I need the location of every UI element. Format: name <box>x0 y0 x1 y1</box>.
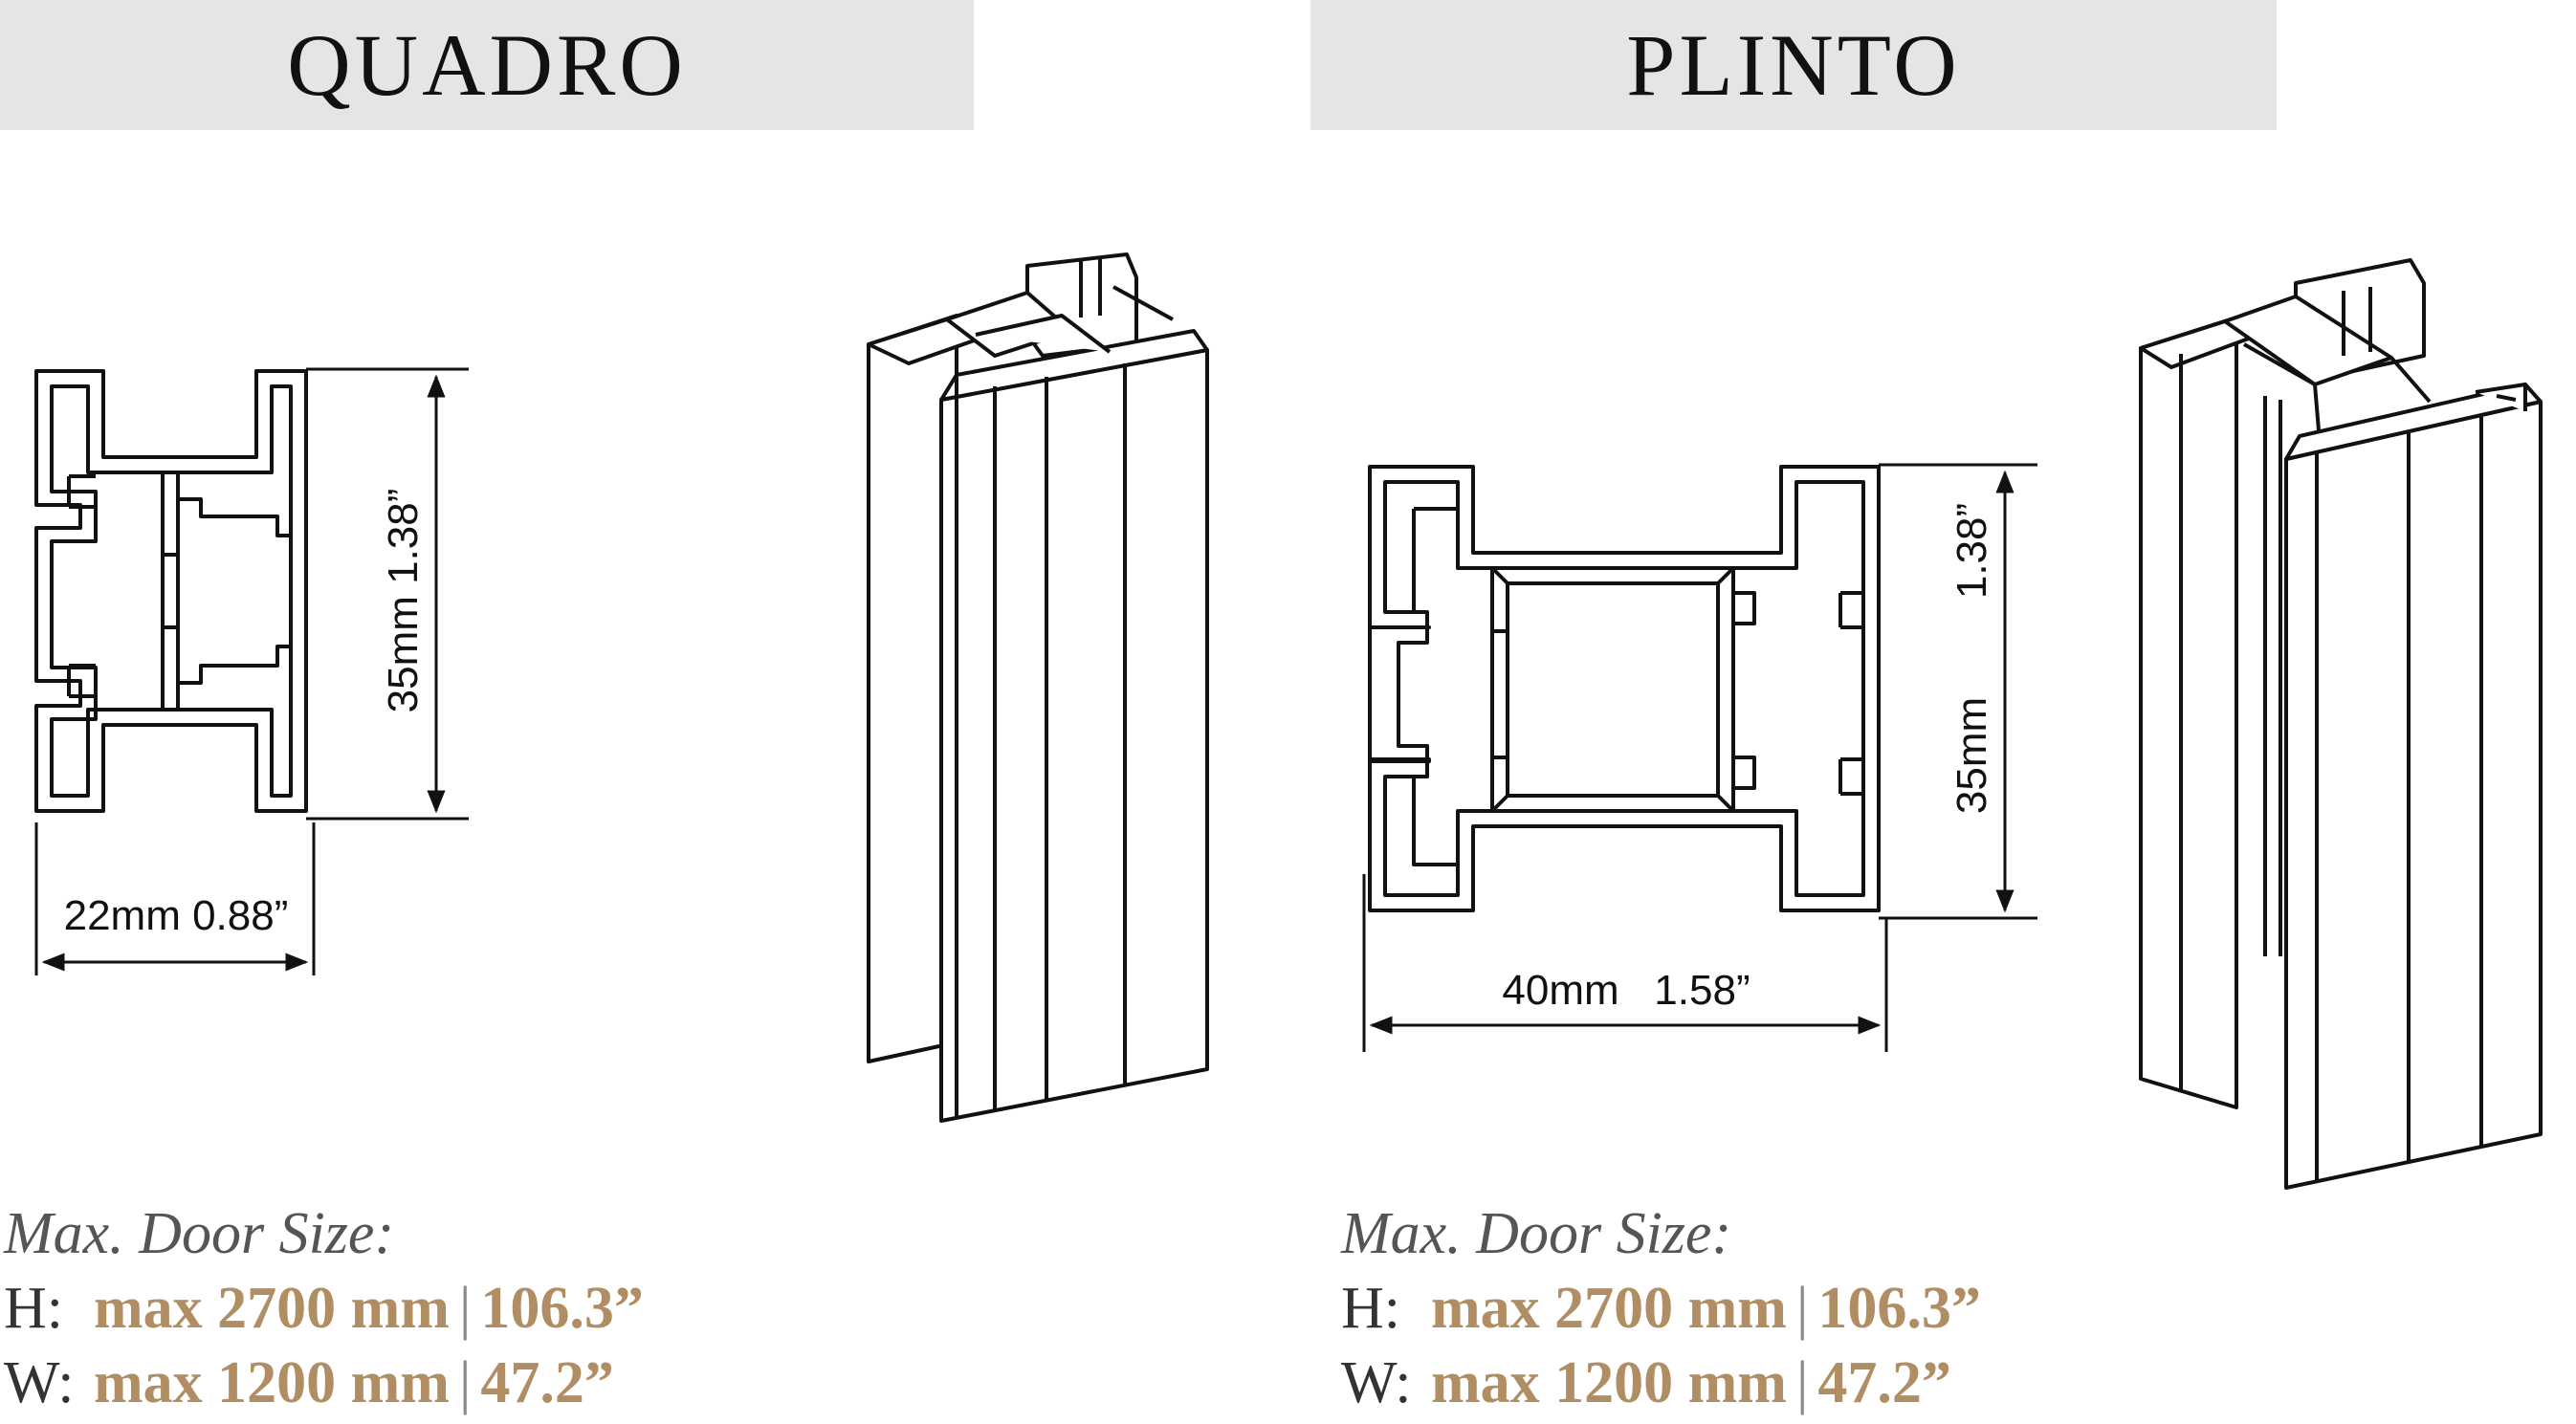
quadro-spec-height-in: 106.3” <box>480 1276 644 1341</box>
plinto-spec-height-separator: | <box>1795 1276 1809 1341</box>
plinto-width-label: 40mm 1.58” <box>1502 967 1750 1014</box>
plinto-spec-width-row: W: max 1200 mm|47.2” <box>1341 1349 1981 1424</box>
plinto-title: PLINTO <box>1626 16 1961 114</box>
quadro-cross-section <box>34 369 308 813</box>
quadro-spec-height-mm: max 2700 mm <box>94 1276 450 1341</box>
quadro-spec-height-row: H: max 2700 mm|106.3” <box>4 1275 644 1349</box>
plinto-spec-width-in: 47.2” <box>1817 1350 1951 1415</box>
quadro-spec-width-key: W: <box>4 1350 75 1415</box>
plinto-title-banner: PLINTO <box>1310 0 2277 130</box>
plinto-spec-height-key: H: <box>1341 1276 1400 1341</box>
plinto-spec-width-key: W: <box>1341 1350 1412 1415</box>
plinto-height-label-in: 1.38” <box>1949 503 1995 599</box>
quadro-door-size-spec: Max. Door Size: H: max 2700 mm|106.3” W: m… <box>4 1200 644 1424</box>
plinto-3d-profile <box>2139 258 2543 1190</box>
quadro-title: QUADRO <box>287 16 687 114</box>
quadro-3d-profile <box>867 252 1209 1123</box>
plinto-spec-title: Max. Door Size: <box>1341 1201 1732 1266</box>
plinto-height-label-mm: 35mm <box>1949 697 1995 814</box>
quadro-spec-width-row: W: max 1200 mm|47.2” <box>4 1349 644 1424</box>
plinto-dimensions <box>1362 463 2037 1052</box>
plinto-spec-width-separator: | <box>1795 1350 1809 1415</box>
plinto-spec-height-in: 106.3” <box>1817 1276 1981 1341</box>
plinto-spec-height-row: H: max 2700 mm|106.3” <box>1341 1275 1981 1349</box>
plinto-cross-section <box>1368 465 1881 912</box>
quadro-height-label: 35mm 1.38” <box>380 489 427 713</box>
quadro-spec-height-separator: | <box>458 1276 472 1341</box>
quadro-spec-width-mm: max 1200 mm <box>94 1350 450 1415</box>
quadro-width-label: 22mm 0.88” <box>64 892 289 939</box>
plinto-spec-height-mm: max 2700 mm <box>1431 1276 1787 1341</box>
quadro-spec-width-in: 47.2” <box>480 1350 614 1415</box>
quadro-spec-width-separator: | <box>458 1350 472 1415</box>
plinto-spec-width-mm: max 1200 mm <box>1431 1350 1787 1415</box>
quadro-spec-title: Max. Door Size: <box>4 1201 395 1266</box>
quadro-spec-height-key: H: <box>4 1276 63 1341</box>
quadro-dimensions <box>34 367 469 975</box>
quadro-title-banner: QUADRO <box>0 0 974 130</box>
plinto-door-size-spec: Max. Door Size: H: max 2700 mm|106.3” W: m… <box>1341 1200 1981 1424</box>
